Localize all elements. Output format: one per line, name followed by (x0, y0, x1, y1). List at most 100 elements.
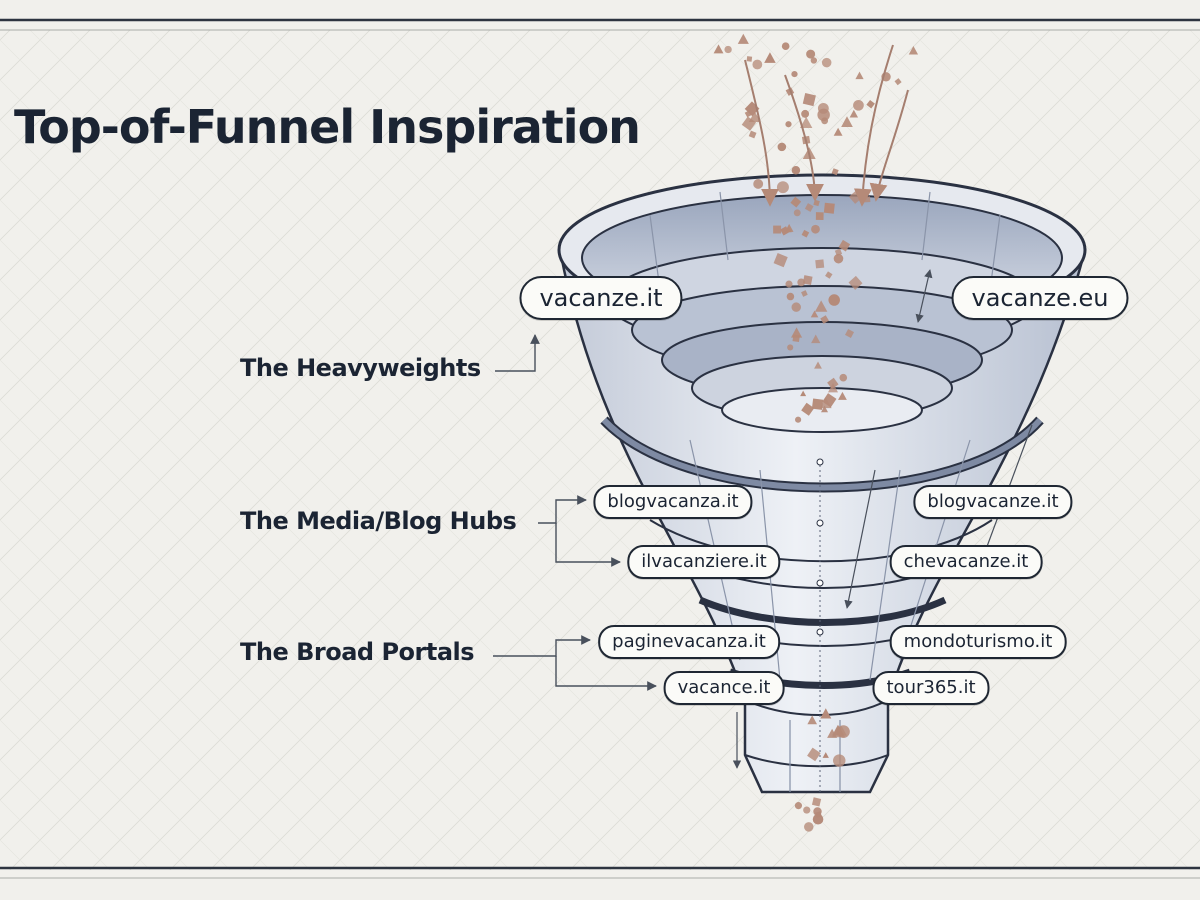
tier-label-broad-portals: The Broad Portals (240, 638, 475, 666)
particle (894, 78, 902, 86)
particle (804, 203, 814, 212)
particle (804, 822, 814, 832)
particle (746, 56, 753, 62)
particle (838, 391, 847, 400)
particle (803, 806, 811, 814)
particle (833, 127, 843, 136)
particle (821, 57, 832, 68)
particle (801, 402, 815, 416)
funnel-body (558, 248, 1087, 794)
particle (801, 109, 810, 118)
site-badge-vacanze-it: vacanze.it (519, 276, 683, 320)
particle (753, 179, 764, 189)
particle (849, 109, 859, 118)
particle (806, 49, 816, 59)
site-badge-chevacanze-it: chevacanze.it (889, 545, 1043, 579)
particle (841, 116, 853, 127)
particle (811, 334, 821, 344)
particle (785, 121, 792, 128)
inflow-arrows (744, 44, 909, 207)
particle (834, 248, 843, 256)
particle (780, 226, 790, 236)
particle (810, 310, 819, 318)
particle (773, 225, 782, 234)
particle (831, 168, 839, 176)
particle (864, 196, 871, 203)
particle (792, 334, 800, 342)
particle (822, 393, 837, 408)
particle-cloud (713, 33, 919, 832)
particle (825, 271, 833, 279)
particle (814, 361, 822, 369)
particle (845, 329, 855, 339)
site-badge-vacance-it: vacance.it (663, 671, 785, 705)
particle (814, 300, 828, 312)
particle (713, 44, 724, 54)
particle (802, 275, 813, 285)
particle (827, 383, 839, 393)
site-badge-blogvacanze-it: blogvacanze.it (913, 485, 1073, 519)
particle (811, 797, 822, 807)
particle (855, 71, 864, 80)
particle (827, 728, 838, 738)
particle (811, 398, 824, 410)
particle (785, 226, 792, 233)
particle (791, 70, 798, 78)
particle (748, 130, 757, 139)
label-connectors (493, 334, 657, 691)
particle (817, 108, 830, 122)
particle (791, 302, 801, 312)
particle (908, 46, 919, 55)
particle (807, 747, 821, 762)
particle (795, 416, 802, 423)
particle (822, 752, 829, 758)
particle (800, 390, 807, 397)
particle (848, 275, 863, 290)
particle (787, 344, 794, 351)
particle (748, 111, 761, 122)
particle (777, 142, 787, 152)
particle (781, 42, 790, 51)
particle (785, 280, 793, 288)
particle (807, 715, 818, 725)
particle (786, 292, 795, 301)
particle (801, 290, 808, 297)
particle (820, 315, 829, 324)
particle (815, 259, 825, 269)
site-badge-blogvacanza-it: blogvacanza.it (593, 485, 753, 519)
site-badge-vacanze-eu: vacanze.eu (951, 276, 1129, 320)
site-badge-paginevacanza-it: paginevacanza.it (598, 625, 780, 659)
grid-texture (0, 30, 1200, 870)
particle (810, 57, 818, 64)
tier-label-media-blog-hubs: The Media/Blog Hubs (240, 507, 517, 535)
particle (828, 294, 840, 306)
particle (790, 196, 802, 208)
particle (815, 212, 824, 220)
particle (724, 45, 732, 54)
particle (797, 278, 806, 287)
site-badge-mondoturismo-it: mondoturismo.it (889, 625, 1067, 659)
tier-label-heavyweights: The Heavyweights (240, 354, 481, 382)
site-badge-tour365-it: tour365.it (872, 671, 990, 705)
particle (820, 708, 832, 719)
particle (833, 253, 844, 264)
particle (802, 93, 816, 107)
particle (791, 165, 801, 175)
particle (839, 373, 848, 382)
particle (801, 229, 810, 238)
particle (776, 181, 789, 194)
particle (794, 802, 803, 810)
particle (853, 99, 864, 111)
particle (793, 209, 801, 217)
particle (821, 405, 829, 413)
particle (773, 253, 788, 268)
particle (838, 239, 851, 252)
site-badge-ilvacanziere-it: ilvacanziere.it (627, 545, 781, 579)
particle (752, 59, 763, 70)
particle (833, 754, 846, 767)
particle (764, 52, 776, 63)
particle (737, 33, 749, 44)
particle (800, 116, 813, 129)
particle (812, 813, 824, 825)
